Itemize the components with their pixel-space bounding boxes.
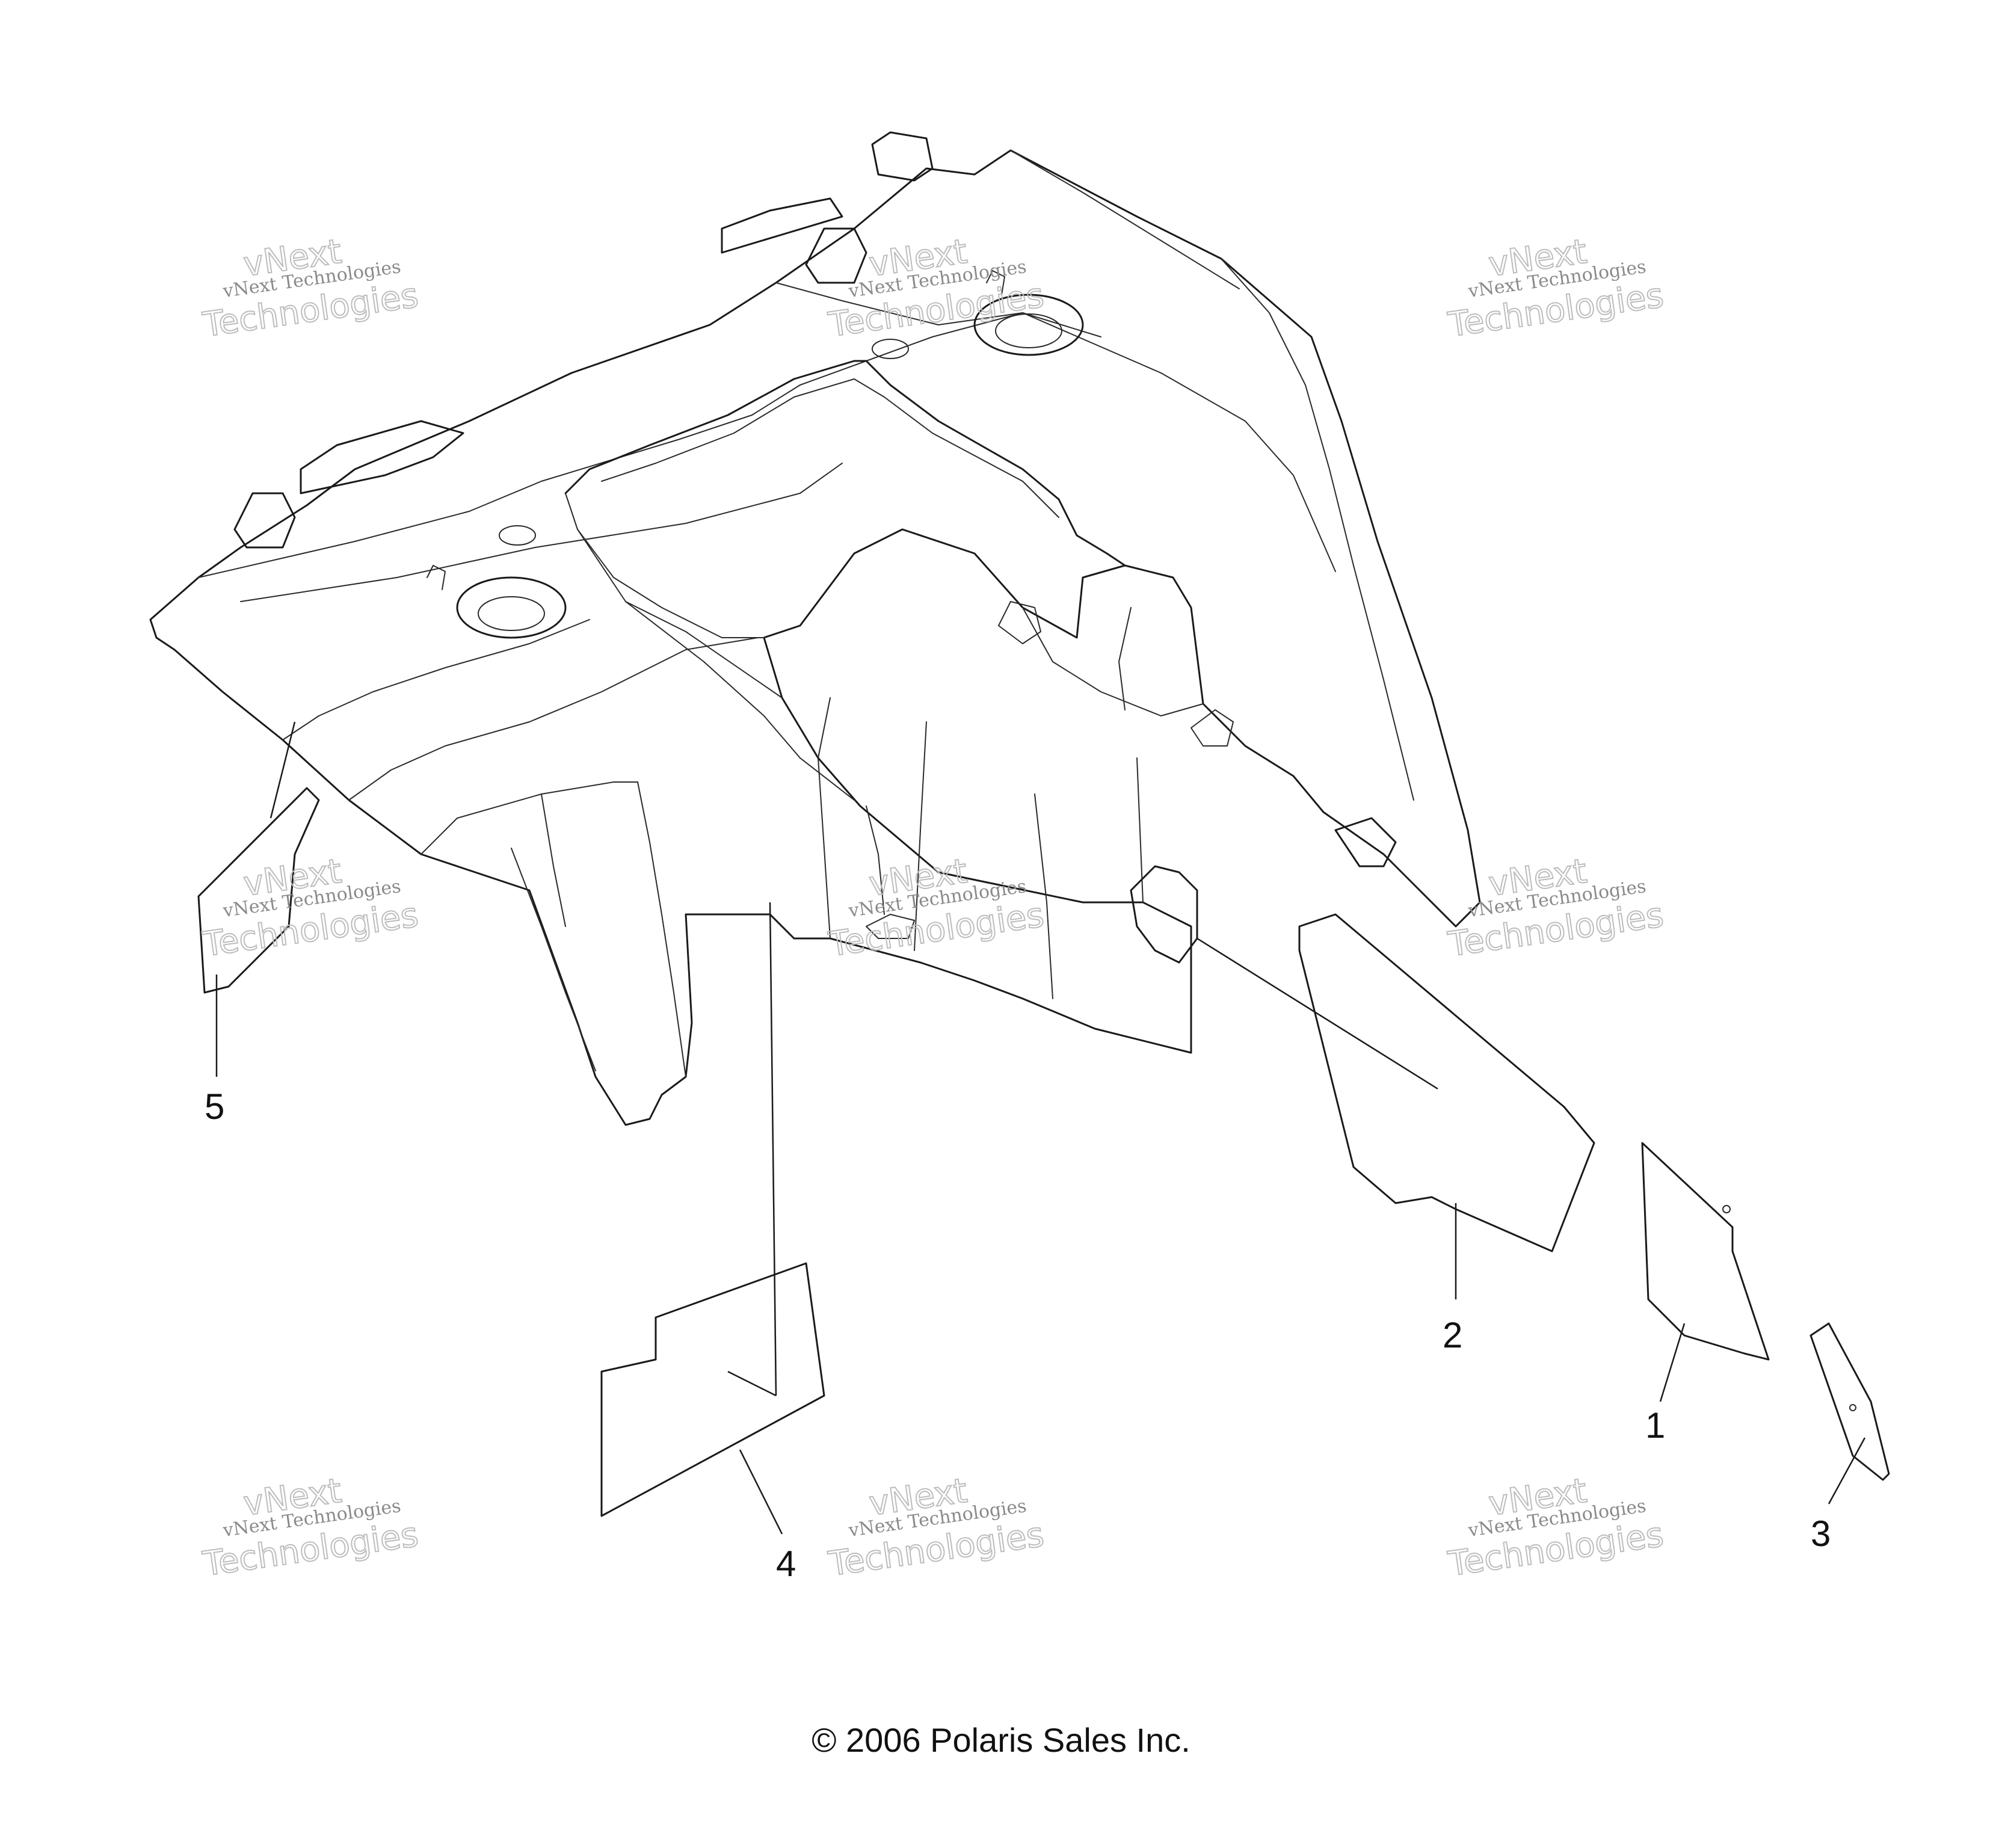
callout-2: 2 xyxy=(1443,1315,1462,1355)
part-2-panel xyxy=(1197,913,1595,1299)
rear-fender-body xyxy=(149,131,1481,1126)
watermark: vNext vNext Technologies Technologies xyxy=(200,232,421,346)
watermark: vNext vNext Technologies Technologies xyxy=(200,1471,421,1585)
part-3-strip xyxy=(1810,1322,1890,1505)
watermark: vNext vNext Technologies Technologies xyxy=(825,232,1047,346)
watermark: vNext vNext Technologies Technologies xyxy=(825,851,1047,966)
callout-1: 1 xyxy=(1645,1405,1665,1446)
part-5-panel xyxy=(197,721,320,1077)
watermark: vNext vNext Technologies Technologies xyxy=(1445,232,1666,346)
watermark: vNext vNext Technologies Technologies xyxy=(825,1471,1047,1585)
copyright-notice: © 2006 Polaris Sales Inc. xyxy=(812,1721,1190,1759)
callout-3: 3 xyxy=(1811,1514,1831,1554)
part-4-panel xyxy=(600,902,825,1535)
callout-4: 4 xyxy=(776,1544,796,1584)
watermark: vNext vNext Technologies Technologies xyxy=(1445,1471,1666,1585)
part-1-panel xyxy=(1641,1142,1770,1402)
callout-5: 5 xyxy=(205,1086,224,1127)
watermark: vNext vNext Technologies Technologies xyxy=(200,851,421,966)
